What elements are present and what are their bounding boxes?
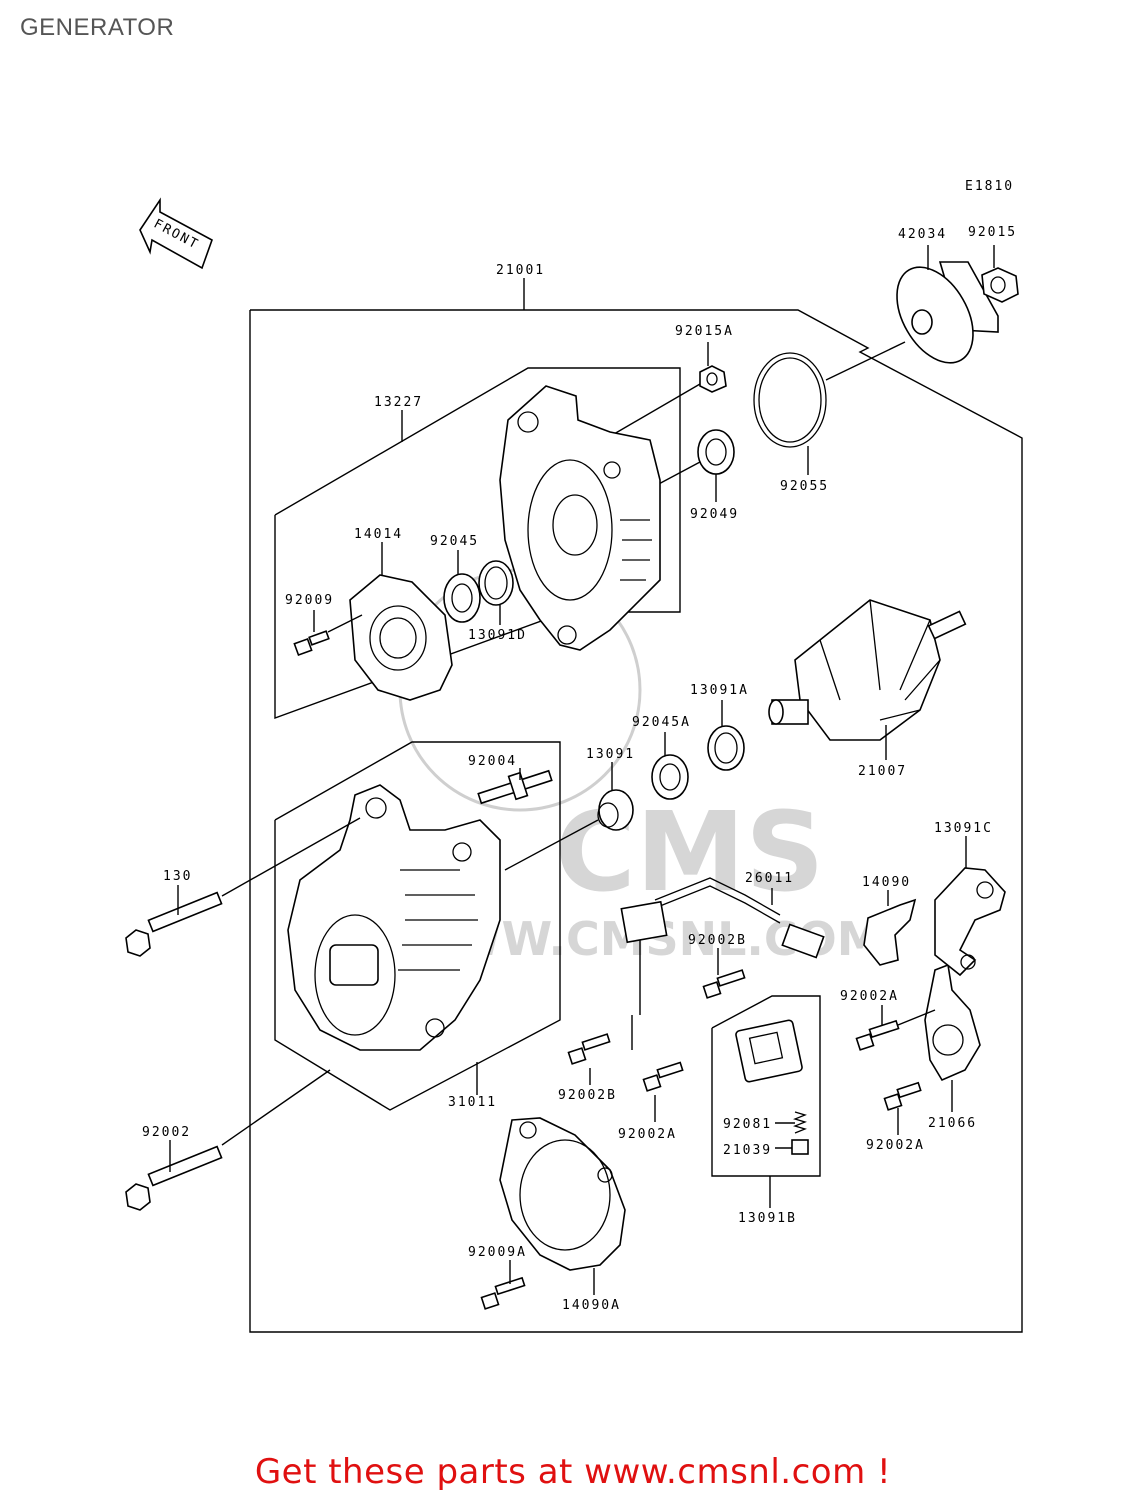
pulley-plate-part xyxy=(896,261,999,364)
rotor-part xyxy=(768,599,967,741)
screw-92009a-part xyxy=(480,1276,526,1310)
screw-92002b-left-part xyxy=(567,1033,611,1065)
label-92055: 92055 xyxy=(780,479,829,494)
watermark-brand: CMS xyxy=(555,788,824,916)
label-21066: 21066 xyxy=(928,1116,977,1131)
label-92002a-mid: 92002A xyxy=(618,1127,677,1142)
ring-13091a-part xyxy=(707,725,745,771)
small-cover-part xyxy=(863,898,917,966)
small-nut-part xyxy=(699,365,727,393)
label-92045: 92045 xyxy=(430,534,479,549)
regulator-outline xyxy=(711,995,821,1177)
rear-cover-part xyxy=(499,1117,626,1271)
ring-13091d-part xyxy=(478,560,514,606)
front-housing-part xyxy=(287,784,501,1051)
label-42034: 42034 xyxy=(898,227,947,242)
part-labels: 21001 42034 92015 92015A 13227 92055 920… xyxy=(142,225,1017,1313)
label-13091c: 13091C xyxy=(934,821,993,836)
label-13091a: 13091A xyxy=(690,683,749,698)
label-92015a: 92015A xyxy=(675,324,734,339)
label-92009a: 92009A xyxy=(468,1245,527,1260)
screw-part xyxy=(293,630,330,657)
page-title: GENERATOR xyxy=(20,14,175,41)
label-92002a-bottom: 92002A xyxy=(866,1138,925,1153)
label-14090: 14090 xyxy=(862,875,911,890)
label-21007: 21007 xyxy=(858,764,907,779)
bearing-part xyxy=(697,429,735,475)
screw-92002a-mid-part xyxy=(642,1061,684,1092)
label-92081: 92081 xyxy=(723,1117,772,1132)
screw-92002a-right-part xyxy=(855,1019,900,1051)
bearing-92045-part xyxy=(443,573,481,623)
label-92045a: 92045A xyxy=(632,715,691,730)
label-92002: 92002 xyxy=(142,1125,191,1140)
label-92015: 92015 xyxy=(968,225,1017,240)
label-92049: 92049 xyxy=(690,507,739,522)
label-92002a-right: 92002A xyxy=(840,989,899,1004)
stud-part xyxy=(477,769,553,805)
front-arrow-icon: FRONT xyxy=(139,197,213,270)
screw-92002a-bottom-part xyxy=(883,1081,922,1111)
bushing-part xyxy=(597,789,634,831)
label-92002b-left: 92002B xyxy=(558,1088,617,1103)
label-13091d: 13091D xyxy=(468,628,527,643)
label-13227: 13227 xyxy=(374,395,423,410)
label-26011: 26011 xyxy=(745,871,794,886)
footer-cta-link[interactable]: Get these parts at www.cmsnl.com ! xyxy=(254,1452,892,1492)
label-31011: 31011 xyxy=(448,1095,497,1110)
rear-housing-outline xyxy=(274,367,681,719)
nut-part xyxy=(981,267,1019,303)
label-13091b: 13091B xyxy=(738,1211,797,1226)
rear-housing-part xyxy=(499,385,661,651)
label-92002b-top: 92002B xyxy=(688,933,747,948)
label-92004: 92004 xyxy=(468,754,517,769)
label-14090a: 14090A xyxy=(562,1298,621,1313)
screw-92002b-top-part xyxy=(702,969,746,999)
label-13091: 13091 xyxy=(586,747,635,762)
assembly-outline xyxy=(249,309,1023,1333)
brush-holder-part xyxy=(934,867,1006,977)
label-130: 130 xyxy=(163,869,192,884)
label-14014: 14014 xyxy=(354,527,403,542)
label-21001: 21001 xyxy=(496,263,545,278)
bolt-130-part xyxy=(125,891,223,957)
o-ring-part xyxy=(753,352,827,448)
bearing-92045a-part xyxy=(651,754,689,800)
regulator-plate-part xyxy=(924,963,981,1082)
label-92009: 92009 xyxy=(285,593,334,608)
brush-assembly-part xyxy=(735,1019,809,1155)
bolt-92002-part xyxy=(125,1145,223,1211)
label-21039: 21039 xyxy=(723,1143,772,1158)
front-housing-outline xyxy=(274,741,561,1111)
diagram-code: E1810 xyxy=(965,179,1014,194)
lead-wire-part xyxy=(620,877,825,1050)
cover-plate-part xyxy=(349,574,453,701)
